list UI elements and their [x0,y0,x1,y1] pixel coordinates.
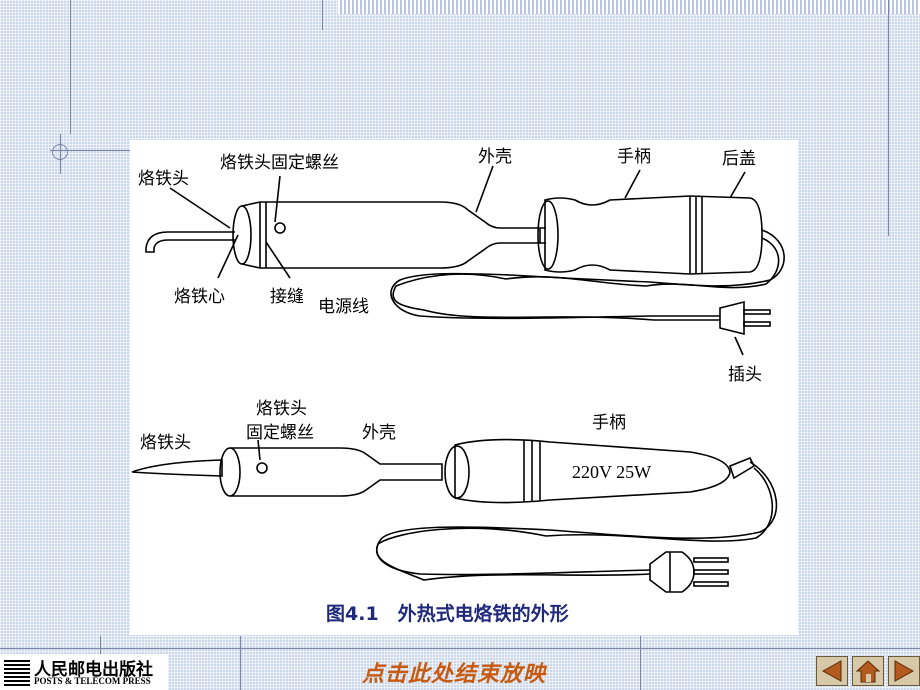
top-tip [145,231,235,253]
top-handle [544,195,763,275]
label-bottom-rating: 220V 25W [572,462,651,482]
leader-handle [624,169,641,199]
label-bottom-screw-1: 烙铁头 [256,399,307,419]
bottom-cord [375,461,778,576]
prev-slide-button[interactable] [816,656,848,686]
bottom-handle [454,438,731,504]
decor-line [888,0,889,236]
label-top-shell: 外壳 [478,147,512,167]
label-bottom-handle: 手柄 [592,413,626,433]
triangle-right-icon [894,660,915,682]
decor-line [50,150,132,151]
triangle-left-icon [821,660,842,682]
leader-bottom-screw [257,439,261,461]
home-button[interactable] [852,656,884,686]
decor-line [0,648,920,649]
bottom-shell-front [219,447,241,497]
label-bottom-shell: 外壳 [362,423,396,443]
next-slide-button[interactable] [888,656,920,686]
leader-cap [729,171,746,199]
top-plug [719,300,745,336]
figure-panel: 烙铁头 烙铁头固定螺丝 外壳 手柄 后盖 烙铁心 接缝 电源线 插头 烙铁头 烙… [130,140,798,635]
bottom-tip [131,459,223,477]
label-top-handle: 手柄 [617,147,651,167]
publisher-name-en: POSTS & TELECOM PRESS [34,676,151,686]
bottom-strain-relief [729,456,756,480]
soldering-iron-diagram: 烙铁头 烙铁头固定螺丝 外壳 手柄 后盖 烙铁心 接缝 电源线 插头 烙铁头 烙… [131,147,785,625]
top-cord [390,229,785,320]
leader-core [217,234,239,279]
label-top-seam: 接缝 [270,287,304,307]
leader-tip [169,187,231,229]
leader-seam [265,241,291,279]
bottom-shell [230,447,443,497]
label-top-tip-screw: 烙铁头固定螺丝 [220,153,339,173]
publisher-logo: 人民邮电出版社 POSTS & TELECOM PRESS [0,654,168,690]
figure-caption: 图4.1 外热式电烙铁的外形 [326,602,569,625]
top-shell-front [232,205,252,265]
house-icon [855,660,881,683]
end-show-link[interactable]: 点击此处结束放映 [362,662,547,687]
decor-line [322,0,323,30]
decor-line [640,636,641,690]
bottom-tip-screw [256,462,268,474]
publisher-mark-icon [4,658,30,686]
label-top-core: 烙铁心 [174,287,225,307]
label-bottom-tip: 烙铁头 [140,433,191,453]
label-top-cap: 后盖 [722,149,756,169]
label-top-cord: 电源线 [318,297,369,317]
label-top-tip: 烙铁头 [138,169,189,189]
publisher-name-cn: 人民邮电出版社 [34,660,153,680]
leader-shell [475,165,494,213]
leader-plug [734,336,744,356]
label-bottom-screw-2: 固定螺丝 [246,423,314,443]
top-shell [241,201,541,269]
leader-screw [274,175,281,223]
label-top-plug: 插头 [728,365,762,385]
top-tip-screw [274,222,286,234]
decor-circle [52,144,68,160]
decor-line [240,636,241,690]
bottom-plug [649,551,695,593]
header-stripe [338,0,920,14]
decor-line [70,0,71,134]
